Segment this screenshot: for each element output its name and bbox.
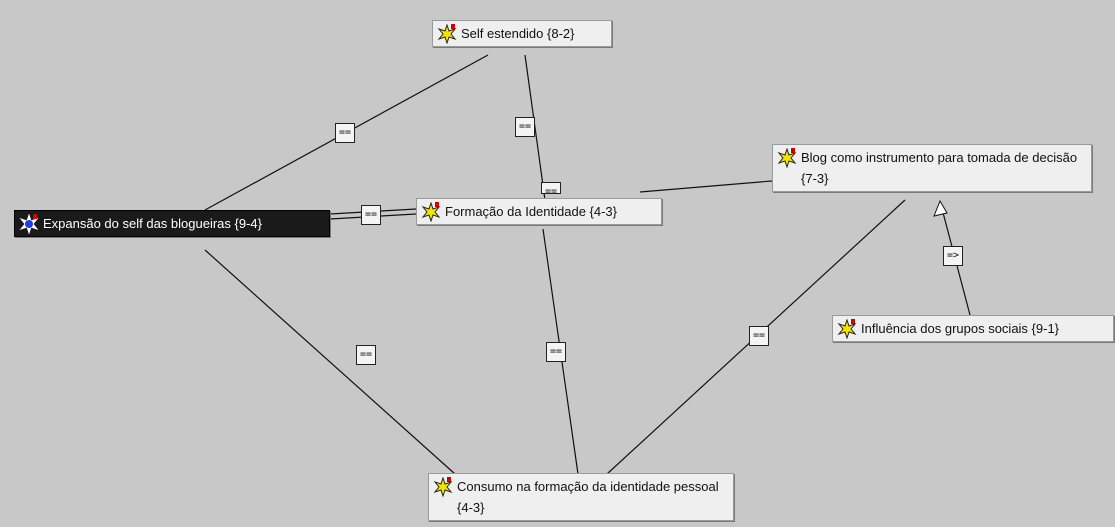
relation-box-formacao-consumo[interactable]: == <box>546 342 566 362</box>
code-star-icon <box>19 213 39 235</box>
code-star-icon <box>433 476 453 498</box>
relation-box-formacao-blog[interactable]: == <box>541 182 561 197</box>
relation-box-influencia-blog[interactable]: => <box>943 246 963 266</box>
node-label: Influência dos grupos sociais {9-1} <box>861 321 1060 336</box>
relation-box-expansao-consumo[interactable]: == <box>356 345 376 365</box>
arrowhead-icon <box>933 199 948 217</box>
node-label: Self estendido {8-2} <box>461 26 575 41</box>
code-star-icon <box>777 147 797 169</box>
relation-box-expansao-self-estendido[interactable]: == <box>335 123 355 143</box>
code-star-icon <box>437 23 457 45</box>
code-star-icon <box>421 201 441 223</box>
node-blog-instrumento[interactable]: Blog como instrumento para tomada de dec… <box>772 144 1092 192</box>
node-self-estendido[interactable]: Self estendido {8-2} <box>432 20 612 47</box>
node-label: Consumo na formação da identidade pessoa… <box>457 479 719 515</box>
relation-box-consumo-blog[interactable]: == <box>749 326 769 346</box>
link-formacao-blog <box>639 180 773 193</box>
node-expansao-self[interactable]: Expansão do self das blogueiras {9-4} <box>14 210 330 237</box>
code-star-icon <box>837 318 857 340</box>
node-formacao-identidade[interactable]: Formação da Identidade {4-3} <box>416 198 662 225</box>
link-self-estendido-formacao <box>524 54 546 201</box>
node-influencia-grupos[interactable]: Influência dos grupos sociais {9-1} <box>832 315 1114 342</box>
node-label: Expansão do self das blogueiras {9-4} <box>43 216 262 231</box>
relation-box-expansao-formacao[interactable]: == <box>361 205 381 225</box>
node-label: Formação da Identidade {4-3} <box>445 204 618 219</box>
relation-box-self-estendido-formacao[interactable]: == <box>515 117 535 137</box>
node-label: Blog como instrumento para tomada de dec… <box>801 150 1078 186</box>
node-consumo-formacao[interactable]: Consumo na formação da identidade pessoa… <box>428 473 734 521</box>
link-expansao-consumo <box>204 249 456 475</box>
